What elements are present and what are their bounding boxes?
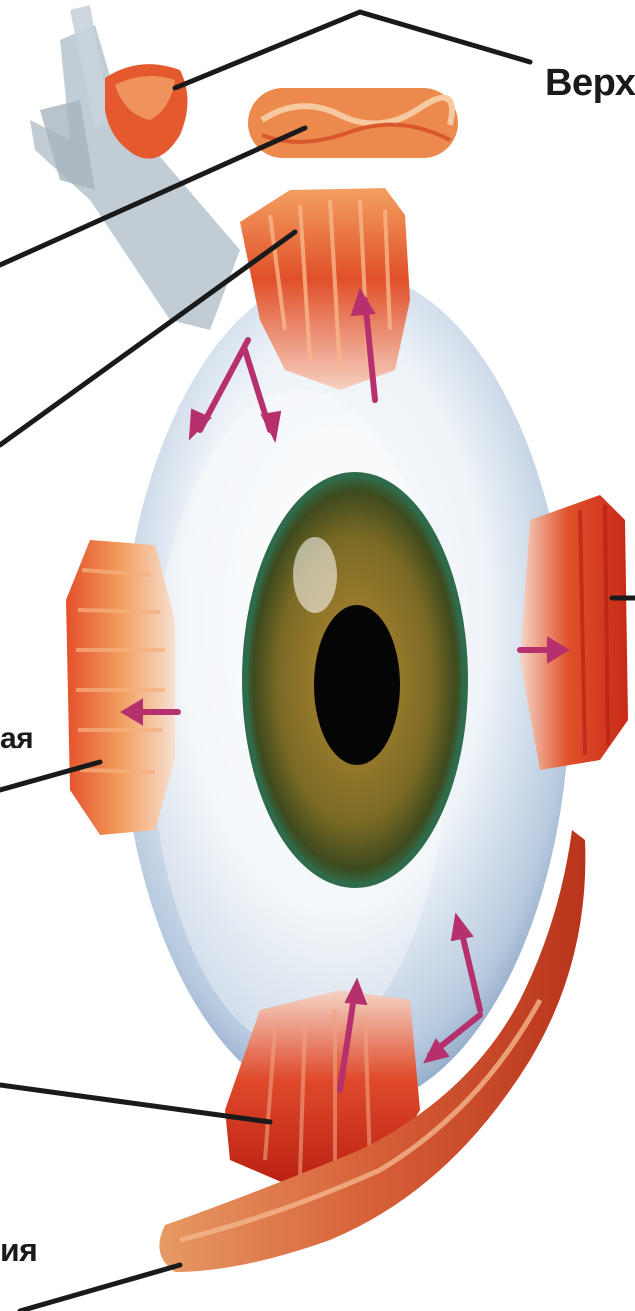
label-left-middle: ая [0,722,33,756]
lateral-rectus-muscle [520,495,628,770]
pupil [314,605,400,765]
label-top-right: Верх [545,62,635,105]
iris-highlight [293,537,337,613]
levator-muscle [248,88,458,158]
leader-line-inferior-oblique [20,1265,180,1311]
medial-rectus-muscle [66,540,175,835]
trochlea-tendon [30,5,240,330]
label-bottom-left: ия [0,1232,37,1269]
leader-line-top-right [175,12,530,88]
